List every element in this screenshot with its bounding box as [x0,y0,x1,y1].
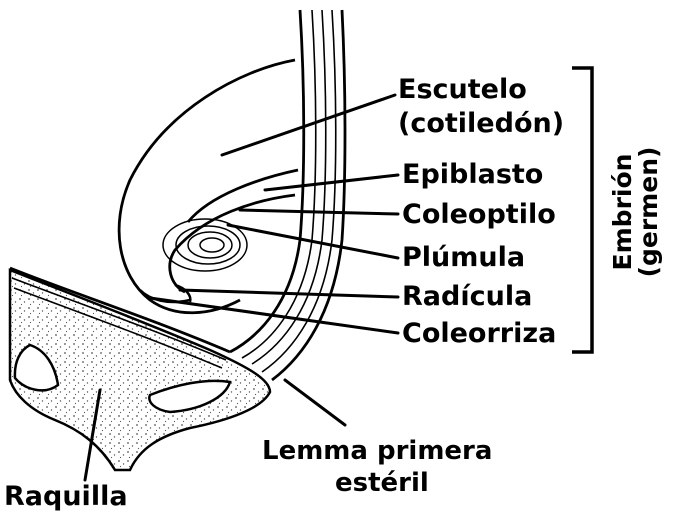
label-germen: (germen) [636,147,662,278]
label-plumula: Plúmula [402,244,525,271]
label-radicula: Radícula [402,283,532,310]
label-embrion-group: Embrión (germen) [610,147,663,278]
label-embrion: Embrión [610,147,636,278]
label-lemma-line2: estéril [335,470,429,496]
leader-coleoptilo [240,210,398,214]
leader-radicula [180,290,398,297]
label-escutelo: Escutelo [398,76,527,103]
label-coleorriza: Coleorriza [402,320,556,347]
embrion-bracket [572,68,592,352]
raquilla-shape [10,270,270,470]
label-lemma-line1: Lemma primera [262,438,492,464]
label-coleoptilo: Coleoptilo [402,201,556,228]
leader-lemma [285,380,345,425]
leader-epiblasto [265,175,398,190]
leader-escutelo [222,95,395,155]
label-cotiledon: (cotiledón) [398,110,564,137]
label-epiblasto: Epiblasto [402,161,543,188]
scutellum-shape [119,60,298,313]
leader-coleorriza [150,298,398,333]
label-raquilla: Raquilla [4,483,128,510]
